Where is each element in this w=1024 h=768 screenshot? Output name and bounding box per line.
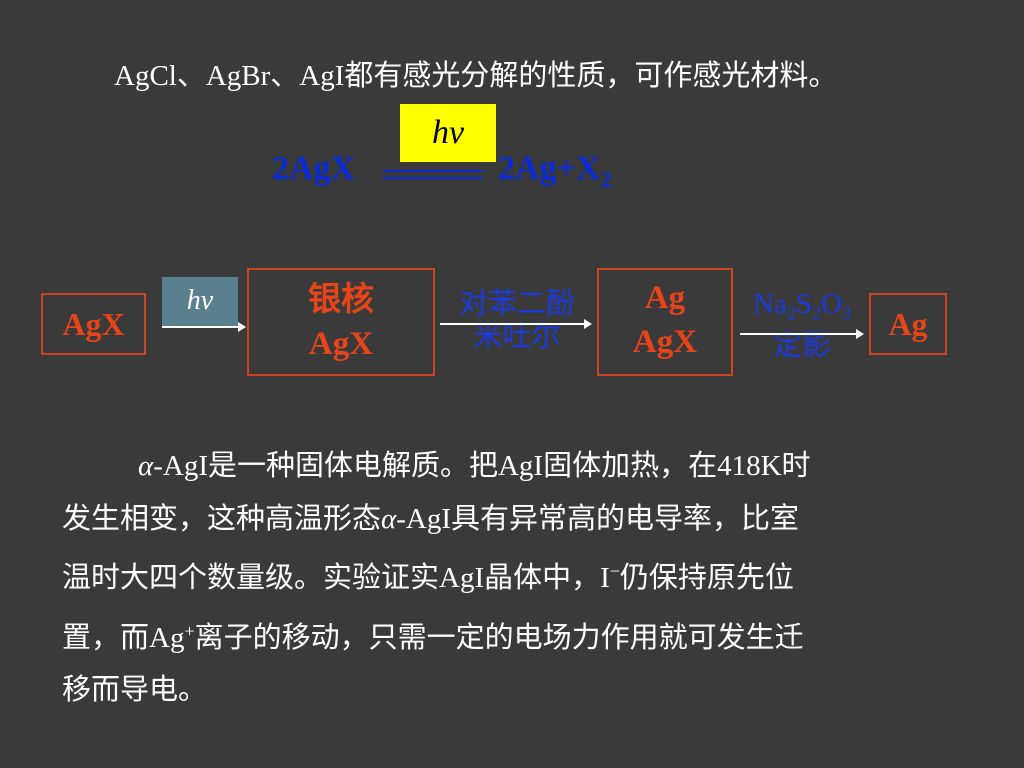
equation-equals-sign [383,170,483,180]
process-step-silver-nucleus: 银核 AgX [247,268,435,376]
process-step-ag-agx: Ag AgX [597,268,733,376]
arrow-step2 [440,319,592,329]
arrow-step3 [740,329,864,339]
developer-reagent-label: 对苯二酚 米吐尔 [458,288,575,353]
para-line-3: 温时大四个数量级。实验证实AgI晶体中，I−仍保持原先位 [62,561,794,594]
equation-right: 2Ag+X2 [498,150,612,192]
step2-line2: AgX [308,326,374,362]
step2-line1: 银核 [308,282,374,318]
process-step-ag: Ag [869,293,947,355]
hv-step-box: hv [162,277,238,327]
step3-line1: Ag [644,280,686,316]
equation-left: 2AgX [272,150,356,187]
hv-condition-label: hv [431,114,465,151]
para-line-5: 移而导电。 [62,674,208,706]
arrow-step1 [162,322,246,332]
process-step-agx: AgX [41,293,146,355]
intro-text: AgCl、AgBr、AgI都有感光分解的性质，可作感光材料。 [114,60,838,92]
hv-step-label: hv [186,285,214,316]
para-line-2: 发生相变，这种高温形态α-AgI具有异常高的电导率，比室 [62,502,800,535]
description-paragraph: α-AgI是一种固体电解质。把AgI固体加热，在418K时 发生相变，这种高温形… [62,440,942,717]
step3-line2: AgX [632,324,698,360]
hv-condition-box: hv [400,104,496,162]
fixer-reagent-label: Na2S2O3 定影 [753,288,851,362]
para-line-4: 置，而Ag+离子的移动，只需一定的电场力作用就可发生迁 [62,620,804,654]
para-line-1: α-AgI是一种固体电解质。把AgI固体加热，在418K时 [138,450,811,482]
